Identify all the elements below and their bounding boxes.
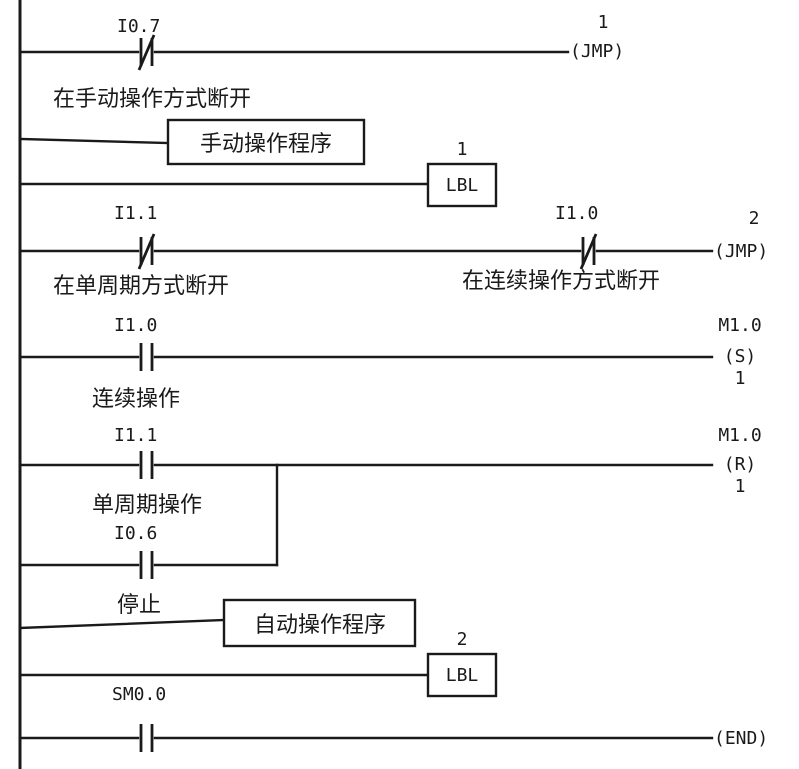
subroutine-label: 手动操作程序 bbox=[200, 132, 332, 157]
contact-nc-i0-7 bbox=[137, 34, 156, 71]
contact-no-i1-1 bbox=[139, 451, 154, 479]
coil-reset: (R) bbox=[724, 454, 757, 475]
contact-address: I1.0 bbox=[114, 315, 157, 336]
contact-comment: 单周期操作 bbox=[92, 493, 202, 518]
auto-program-box bbox=[222, 598, 417, 648]
manual-program-box bbox=[166, 118, 366, 166]
contact-no-i0-6 bbox=[139, 551, 154, 579]
coil-jmp: (JMP) bbox=[714, 241, 768, 262]
lbl-box bbox=[426, 162, 498, 208]
jump-label-number: 1 bbox=[598, 12, 609, 33]
contact-no-sm0-0 bbox=[139, 724, 154, 752]
lbl-box bbox=[426, 652, 498, 698]
lbl-number: 2 bbox=[457, 629, 468, 650]
rung-2: 手动操作程序 bbox=[18, 118, 366, 166]
rung-4: I1.1 在单周期方式断开 I1.0 在连续操作方式断开 2 (JMP) bbox=[18, 203, 768, 299]
rung-3: LBL 1 bbox=[18, 139, 498, 208]
contact-comment: 在单周期方式断开 bbox=[53, 274, 229, 299]
contact-address: I1.1 bbox=[114, 203, 157, 224]
wire bbox=[18, 137, 170, 145]
contact-address: I1.0 bbox=[555, 203, 598, 224]
contact-comment: 连续操作 bbox=[92, 387, 180, 412]
contact-nc-i1-0 bbox=[579, 233, 598, 270]
contact-comment: 停止 bbox=[117, 593, 161, 618]
contact-nc-i1-1 bbox=[137, 233, 156, 270]
lbl-number: 1 bbox=[457, 139, 468, 160]
coil-count: 1 bbox=[735, 368, 746, 389]
contact-address: SM0.0 bbox=[112, 684, 166, 705]
rung-8: LBL 2 bbox=[18, 629, 498, 698]
contact-address: I0.7 bbox=[117, 16, 160, 37]
rung-9: SM0.0 (END) bbox=[18, 684, 768, 752]
contact-address: I1.1 bbox=[114, 425, 157, 446]
coil-operand: M1.0 bbox=[718, 315, 761, 336]
lbl-instruction: LBL bbox=[446, 175, 479, 196]
rung-5: I1.0 连续操作 M1.0 (S) 1 bbox=[18, 315, 762, 412]
subroutine-label: 自动操作程序 bbox=[254, 613, 386, 638]
contact-address: I0.6 bbox=[114, 523, 157, 544]
coil-count: 1 bbox=[735, 476, 746, 497]
coil-set: (S) bbox=[724, 346, 757, 367]
rung-7: 自动操作程序 bbox=[18, 598, 417, 648]
rung-6: I1.1 单周期操作 I0.6 停止 M1.0 (R) 1 bbox=[18, 425, 762, 618]
contact-no-i1-0 bbox=[139, 343, 154, 371]
contact-comment: 在连续操作方式断开 bbox=[462, 269, 660, 294]
rung-1: I0.7 在手动操作方式断开 1 (JMP) bbox=[18, 12, 624, 112]
coil-end: (END) bbox=[714, 728, 768, 749]
lbl-instruction: LBL bbox=[446, 665, 479, 686]
jump-label-number: 2 bbox=[749, 208, 760, 229]
coil-jmp: (JMP) bbox=[570, 41, 624, 62]
wire bbox=[18, 618, 226, 630]
coil-operand: M1.0 bbox=[718, 425, 761, 446]
contact-comment: 在手动操作方式断开 bbox=[53, 87, 251, 112]
